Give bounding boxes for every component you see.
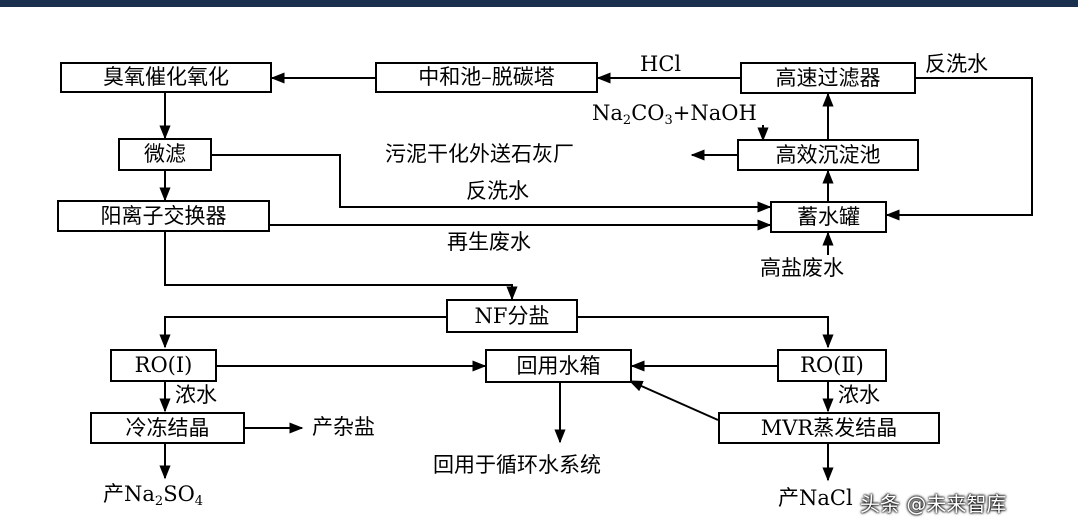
top-banner-bar [0,0,1078,7]
node-ozone-catalytic-oxidation: 臭氧催化氧化 [60,62,272,93]
node-high-speed-filter: 高速过滤器 [740,62,916,94]
node-mvr-evaporation-crystallization: MVR蒸发结晶 [718,412,940,444]
node-ro-1: RO(Ⅰ) [110,349,217,382]
label-sludge-to-lime-plant: 污泥干化外送石灰厂 [385,142,574,166]
arrow-filter-backwash-to-tank [885,77,1033,221]
node-freeze-crystallization: 冷冻结晶 [90,412,245,444]
watermark: 头条 @未来智库 [860,492,1007,516]
label-concentrate-2: 浓水 [838,383,880,407]
arrow-nf-to-ro1 [159,316,446,349]
node-neutral-tank-decarb: 中和池–脱碳塔 [375,62,598,93]
arrow-mvr-to-reuse [628,380,719,421]
arrow-nf-to-ro2 [578,316,834,349]
label-nacl-output: 产NaCl [778,486,853,510]
label-hcl: HCl [640,52,682,76]
node-microfiltration: 微滤 [118,138,212,171]
node-ro-2: RO(Ⅱ) [777,349,887,382]
label-mixed-salt-output: 产杂盐 [312,415,375,439]
label-na2so4-output: 产Na2SO4 [103,482,204,509]
label-backwash-micro: 反洗水 [466,179,529,203]
node-high-efficiency-sediment: 高效沉淀池 [737,139,919,171]
label-backwash-filter: 反洗水 [925,52,988,76]
label-high-salt-wastewater: 高盐废水 [760,256,844,280]
node-cation-exchanger: 阳离子交换器 [57,200,270,232]
label-concentrate-1: 浓水 [175,383,217,407]
node-storage-tank: 蓄水罐 [770,201,887,233]
arrow-micro-backwash-to-tank [212,154,772,213]
arrow-ionex-to-nf [164,232,518,301]
node-reuse-water-tank: 回用水箱 [485,349,632,383]
label-reagent-na2co3-naoh: Na2CO3+NaOH [592,101,757,128]
label-regeneration-wastewater: 再生废水 [447,230,531,254]
label-reuse-circulating-water: 回用于循环水系统 [433,453,601,477]
node-nf-salt-separation: NF分盐 [446,299,578,333]
